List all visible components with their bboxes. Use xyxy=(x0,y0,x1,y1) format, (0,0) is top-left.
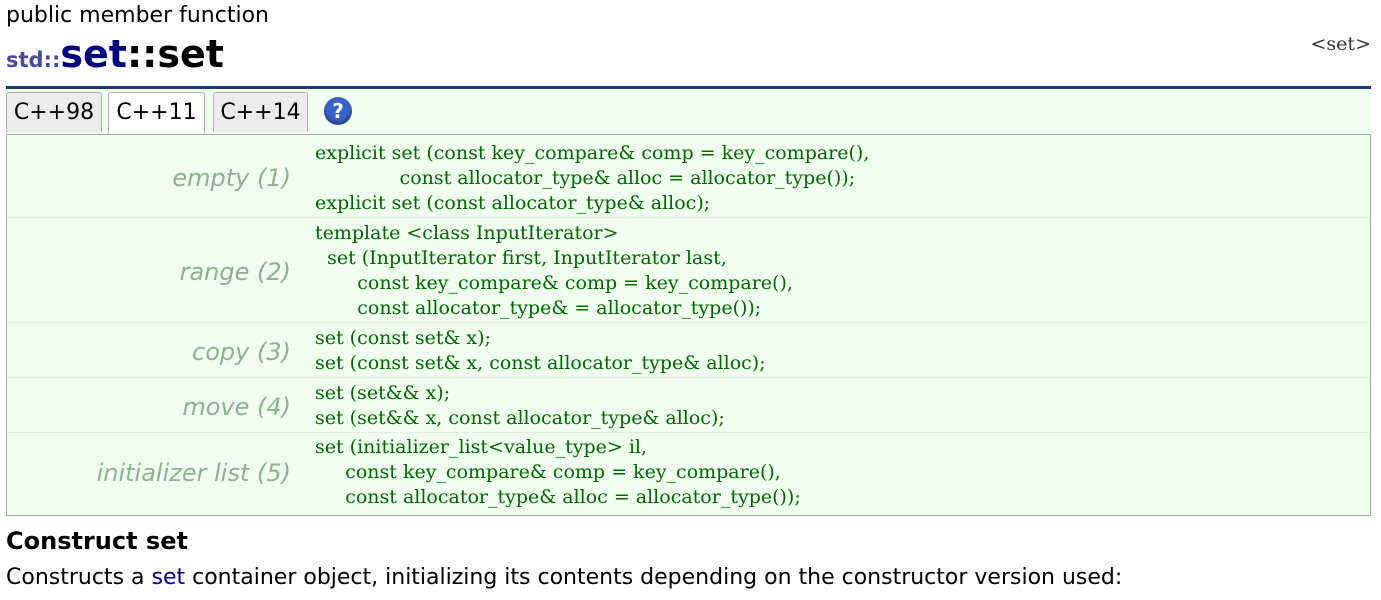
tab-cpp14[interactable]: C++14 xyxy=(213,92,308,132)
header-file-link[interactable]: <set> xyxy=(1310,33,1371,55)
member-name: set xyxy=(157,32,224,76)
title-rule xyxy=(6,86,1371,89)
description: Constructs a set container object, initi… xyxy=(6,565,1122,590)
description-text: Constructs a xyxy=(6,565,152,590)
question-mark-icon[interactable]: ? xyxy=(324,97,352,125)
scope-separator: :: xyxy=(126,32,158,76)
prototype-row-move: move (4) set (set&& x); set (set&& x, co… xyxy=(7,377,1370,433)
prototype-code: template <class InputIterator> set (Inpu… xyxy=(315,222,793,319)
page-title: std::set::set xyxy=(6,32,224,76)
set-link[interactable]: set xyxy=(151,565,186,590)
row-label: move (4) xyxy=(182,393,291,421)
prototype-table: empty (1) explicit set (const key_compar… xyxy=(6,134,1371,516)
tab-cpp98[interactable]: C++98 xyxy=(6,92,102,132)
row-label: copy (3) xyxy=(192,338,291,366)
row-label: empty (1) xyxy=(172,164,291,192)
prototype-row-range: range (2) template <class InputIterator>… xyxy=(7,217,1370,323)
prototype-code: set (initializer_list<value_type> il, co… xyxy=(315,436,801,508)
prototype-row-empty: empty (1) explicit set (const key_compar… xyxy=(7,135,1370,217)
prototype-row-initializer-list: initializer list (5) set (initializer_li… xyxy=(7,432,1370,516)
prototype-row-copy: copy (3) set (const set& x); set (const … xyxy=(7,322,1370,378)
member-kind: public member function xyxy=(6,3,269,28)
prototype-code: set (const set& x); set (const set& x, c… xyxy=(315,327,766,374)
row-label: range (2) xyxy=(179,258,291,286)
section-title: Construct set xyxy=(6,527,188,555)
prototype-code: explicit set (const key_compare& comp = … xyxy=(315,142,870,214)
tab-cpp11[interactable]: C++11 xyxy=(108,92,205,136)
class-name-link[interactable]: set xyxy=(60,32,127,76)
version-tabs: C++98 C++11 C++14 ? xyxy=(6,89,1371,136)
prototype-code: set (set&& x); set (set&& x, const alloc… xyxy=(315,382,725,429)
description-text: container object, initializing its conte… xyxy=(185,565,1123,590)
row-label: initializer list (5) xyxy=(96,459,291,487)
namespace-link[interactable]: std:: xyxy=(6,48,61,72)
